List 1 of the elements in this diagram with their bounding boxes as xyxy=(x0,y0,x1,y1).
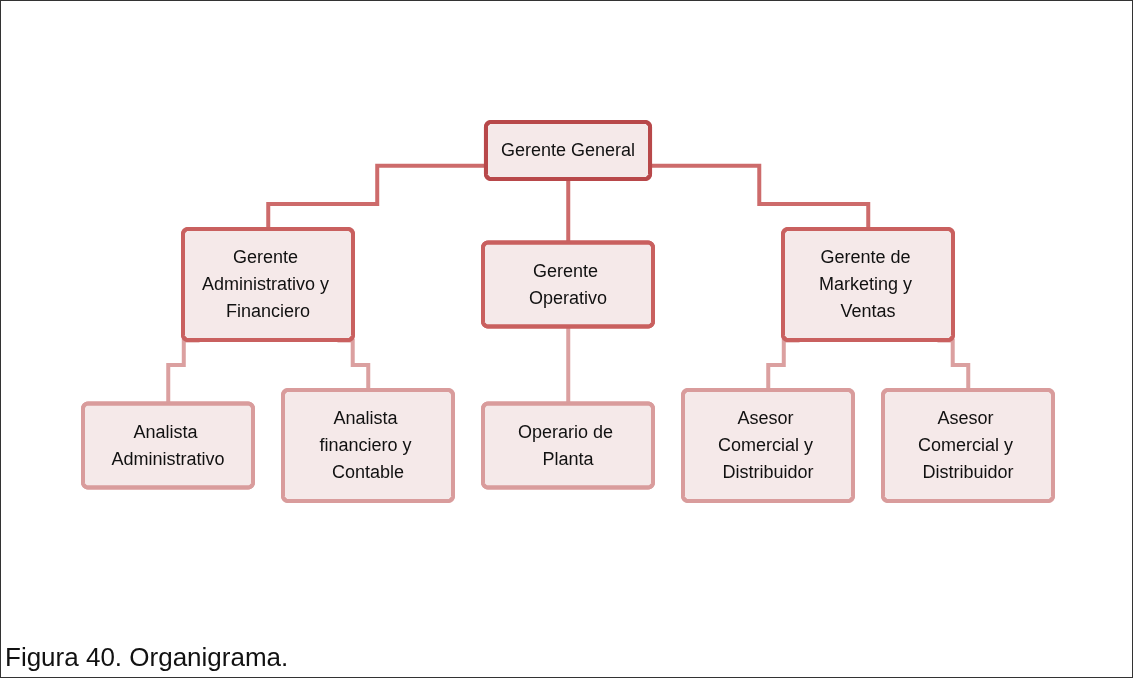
caption: Figura 40. Organigrama. xyxy=(5,642,289,673)
